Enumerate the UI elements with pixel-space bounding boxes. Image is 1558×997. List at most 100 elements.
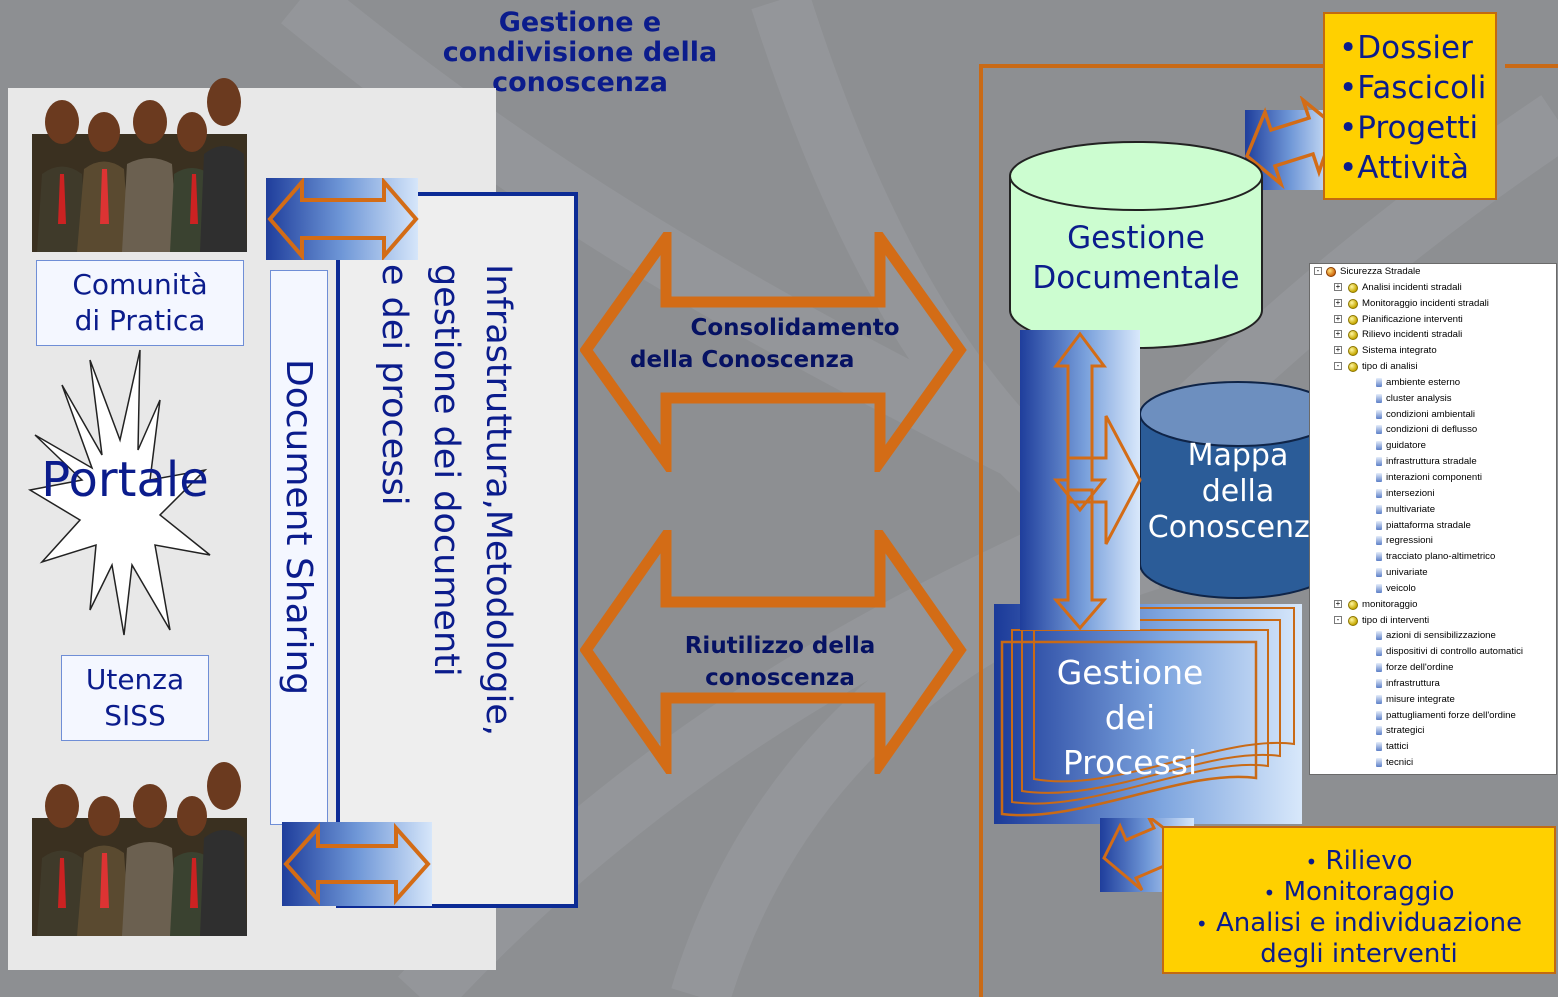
tree-item[interactable]: azioni di sensibilizzazione <box>1310 628 1556 644</box>
tree-item[interactable]: pattugliamenti forze dell'ordine <box>1310 708 1556 724</box>
tree-item-label: regressioni <box>1386 535 1433 547</box>
tree-item[interactable]: dispositivi di controllo automatici <box>1310 644 1556 660</box>
tree-item[interactable]: condizioni di deflusso <box>1310 422 1556 438</box>
tree-item-label: piattaforma stradale <box>1386 519 1471 531</box>
document-icon <box>1376 472 1382 482</box>
tree-item[interactable]: piattaforma stradale <box>1310 518 1556 534</box>
document-icon <box>1376 504 1382 514</box>
folder-icon <box>1348 298 1358 309</box>
document-icon <box>1376 583 1382 593</box>
tree-item[interactable]: cluster analysis <box>1310 391 1556 407</box>
tree-item[interactable]: veicolo <box>1310 581 1556 597</box>
utenza-line-1: Utenza <box>85 663 185 696</box>
processi-line-1: Gestione <box>1056 653 1204 692</box>
tree-item[interactable]: condizioni ambientali <box>1310 407 1556 423</box>
tree-item[interactable]: infrastruttura stradale <box>1310 454 1556 470</box>
tree-item[interactable]: univariate <box>1310 565 1556 581</box>
collapse-icon[interactable]: - <box>1334 615 1342 624</box>
tree-item[interactable]: multivariate <box>1310 502 1556 518</box>
tree-item-label: misure integrate <box>1386 693 1455 705</box>
comunita-line-1: Comunità <box>72 268 208 301</box>
tree-item[interactable]: -tipo di analisi <box>1310 359 1556 375</box>
tree-item[interactable]: interazioni componenti <box>1310 470 1556 486</box>
expand-icon[interactable]: + <box>1334 329 1342 339</box>
expand-icon[interactable]: + <box>1334 281 1342 291</box>
tree-item[interactable]: strategici <box>1310 723 1556 739</box>
tree-item[interactable]: tattici <box>1310 739 1556 755</box>
document-icon <box>1376 552 1382 562</box>
double-arrow-bottom-left <box>282 822 432 906</box>
tree-item[interactable]: +Rilievo incidenti stradali <box>1310 327 1556 343</box>
tree-item-label: ambiente esterno <box>1386 376 1461 388</box>
gestione-documentale-line-2: Documentale <box>1032 260 1240 296</box>
expand-icon[interactable]: + <box>1334 345 1342 355</box>
tree-item-label: tecnici <box>1386 757 1414 769</box>
vertical-arrow-column <box>1020 330 1142 630</box>
expand-icon[interactable]: + <box>1334 313 1342 323</box>
tree-item-label: Sicurezza Stradale <box>1340 266 1421 277</box>
riutilizzo-line-1: Riutilizzo della <box>684 633 876 659</box>
tree-item[interactable]: + Pianificazione interventi <box>1310 312 1556 328</box>
attivita-item: • Monitoraggio <box>1263 877 1455 907</box>
mappa-conoscenza-cylinder <box>1139 381 1337 599</box>
tree-item-label: Pianificazione interventi <box>1362 313 1463 325</box>
consolidamento-line-1: Consolidamento <box>690 315 900 341</box>
tree-item[interactable]: ambiente esterno <box>1310 375 1556 391</box>
document-icon <box>1376 631 1382 641</box>
document-icon <box>1376 568 1382 578</box>
expand-icon[interactable]: + <box>1334 297 1342 307</box>
tree-item[interactable]: + monitoraggio <box>1310 597 1556 613</box>
document-icon <box>1376 457 1382 467</box>
collapse-icon[interactable]: - <box>1334 362 1342 371</box>
tree-item-label: dispositivi di controllo automatici <box>1386 646 1524 658</box>
title-line-3: conoscenza <box>492 67 668 98</box>
tree-item[interactable]: - tipo di interventi <box>1310 613 1556 629</box>
document-icon <box>1376 488 1382 498</box>
tree-item-label: veicolo <box>1386 582 1416 594</box>
tree-item-label: intersezioni <box>1386 487 1435 499</box>
tree-item[interactable]: infrastruttura <box>1310 676 1556 692</box>
collapse-icon[interactable]: - <box>1314 267 1322 275</box>
dossier-item: •Dossier <box>1339 30 1473 66</box>
tree-item[interactable]: tecnici <box>1310 755 1556 771</box>
infrastruttura-label: Infrastruttura,Metodologie, gestione dei… <box>374 264 518 737</box>
tree-item-label: forze dell'ordine <box>1386 662 1454 674</box>
expand-icon[interactable]: + <box>1334 598 1342 608</box>
tree-item[interactable]: +Monitoraggio incidenti stradali <box>1310 296 1556 312</box>
tree-item-label: tracciato plano-altimetrico <box>1386 551 1496 563</box>
attivita-item: • Rilievo <box>1305 846 1413 876</box>
tree-item[interactable]: forze dell'ordine <box>1310 660 1556 676</box>
tree-item[interactable]: intersezioni <box>1310 486 1556 502</box>
document-icon <box>1376 742 1382 752</box>
tree-item-label: tipo di interventi <box>1362 614 1430 626</box>
consolidamento-line-2: della Conoscenza <box>630 347 855 373</box>
tree-item[interactable]: misure integrate <box>1310 692 1556 708</box>
consolidamento-arrow <box>580 232 967 472</box>
tree-item[interactable]: guidatore <box>1310 438 1556 454</box>
tree-item[interactable]: + Sistema integrato <box>1310 343 1556 359</box>
infrastruttura-box: Infrastruttura,Metodologie, gestione dei… <box>336 192 578 908</box>
document-icon <box>1376 536 1382 546</box>
folder-icon <box>1348 282 1358 293</box>
document-icon <box>1376 694 1382 704</box>
riutilizzo-line-2: conoscenza <box>705 665 855 691</box>
tree-item[interactable]: regressioni <box>1310 533 1556 549</box>
document-icon <box>1376 726 1382 736</box>
folder-icon <box>1348 599 1358 610</box>
tree-item-label: condizioni ambientali <box>1386 408 1476 420</box>
document-sharing-box: Document Sharing <box>270 270 328 825</box>
tree-item-label: monitoraggio <box>1362 598 1418 610</box>
document-icon <box>1376 409 1382 419</box>
riutilizzo-arrow <box>580 530 967 774</box>
utenza-box: Utenza SISS <box>61 655 209 741</box>
attivita-item-continuation: degli interventi <box>1260 939 1458 969</box>
tree-item[interactable]: +Analisi incidenti stradali <box>1310 280 1556 296</box>
document-sharing-label: Document Sharing <box>278 359 319 696</box>
mappa-label: Mappa della Conoscenza <box>1138 438 1338 546</box>
tree-item-label: Sistema integrato <box>1362 345 1437 357</box>
right-frame <box>979 64 1558 997</box>
folder-icon <box>1348 362 1358 373</box>
tree-item[interactable]: - Sicurezza Stradale <box>1310 264 1556 280</box>
tree-item[interactable]: tracciato plano-altimetrico <box>1310 549 1556 565</box>
mappa-line-2: della <box>1201 474 1275 509</box>
